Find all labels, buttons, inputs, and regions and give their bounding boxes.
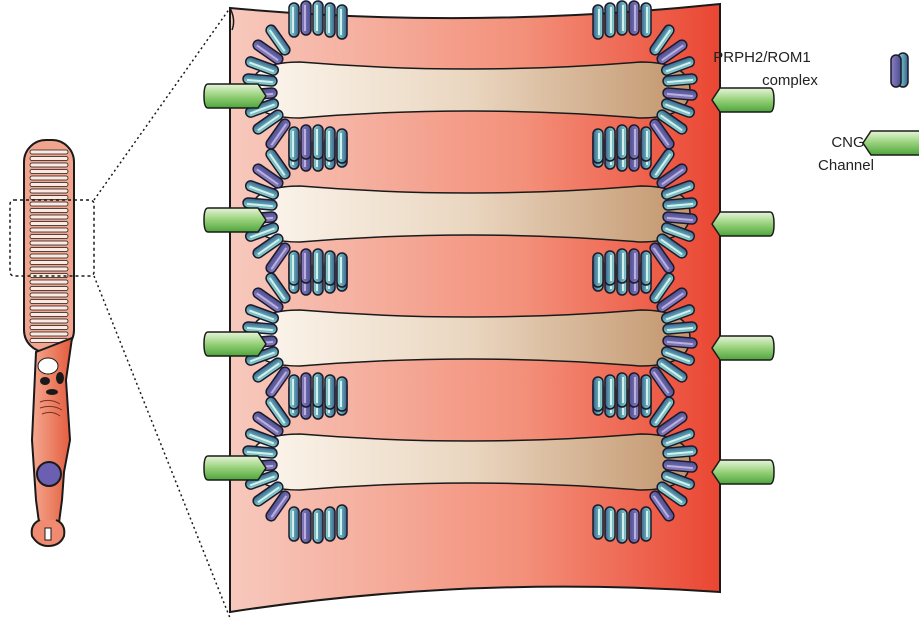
zoom-line-bottom: [94, 276, 230, 618]
rod-cell: [10, 140, 94, 546]
rod-disc: [30, 222, 68, 226]
cng-channel-right: [712, 212, 774, 236]
legend-prph2-line1: PRPH2/ROM1: [713, 49, 811, 66]
cng-channel-icon: [863, 131, 919, 155]
rod-disc: [30, 267, 68, 271]
cng-channel-right: [712, 460, 774, 484]
rod-disc: [30, 332, 68, 336]
rod-disc: [30, 293, 68, 297]
cng-channel-left: [204, 332, 266, 356]
disc-membrane: [250, 62, 690, 118]
legend-cng-line1: CNG: [831, 134, 864, 151]
rod-disc: [30, 287, 68, 291]
nucleus: [37, 462, 61, 486]
prph2-rom1-icon: [891, 53, 908, 87]
legend-prph2-line2: complex: [762, 72, 818, 89]
legend-cng-line2: Channel: [818, 157, 874, 174]
cng-channel-right: [712, 336, 774, 360]
disc-membrane: [250, 310, 690, 366]
rod-disc: [30, 209, 68, 213]
cng-channel-left: [204, 208, 266, 232]
disc-membrane: [250, 434, 690, 490]
rod-disc: [30, 241, 68, 245]
rod-disc: [30, 280, 68, 284]
rod-disc: [30, 163, 68, 167]
rod-disc: [30, 300, 68, 304]
cng-channel-left: [204, 456, 266, 480]
cng-channel-left: [204, 84, 266, 108]
rod-disc: [30, 326, 68, 330]
rod-disc: [30, 313, 68, 317]
disc-membrane: [250, 186, 690, 242]
rod-disc: [30, 306, 68, 310]
rod-disc: [30, 319, 68, 323]
rod-disc: [30, 228, 68, 232]
rod-disc: [30, 170, 68, 174]
rod-disc: [30, 215, 68, 219]
rod-disc: [30, 150, 68, 154]
rod-disc: [30, 235, 68, 239]
rod-disc: [30, 189, 68, 193]
rod-disc: [30, 202, 68, 206]
rod-disc: [30, 183, 68, 187]
rod-disc: [30, 261, 68, 265]
cng-channel-right: [712, 88, 774, 112]
rod-disc: [30, 196, 68, 200]
rod-disc: [30, 248, 68, 252]
rod-disc: [30, 254, 68, 258]
rod-disc: [30, 176, 68, 180]
rod-disc: [30, 157, 68, 161]
